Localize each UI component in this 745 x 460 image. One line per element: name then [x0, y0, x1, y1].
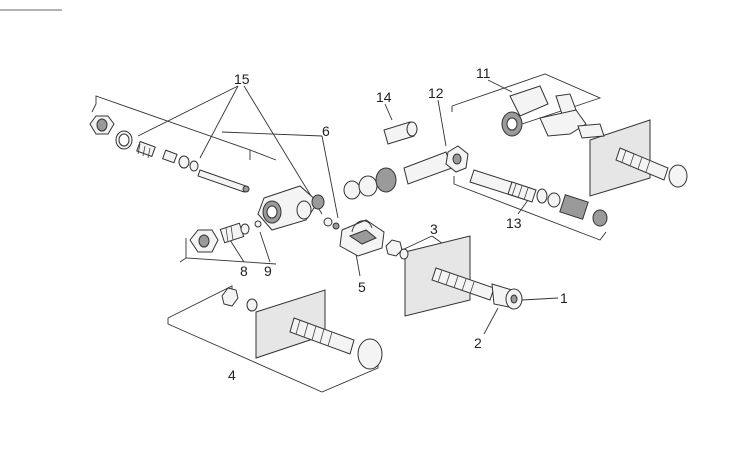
- label-9: 9: [264, 263, 272, 279]
- label-8: 8: [240, 263, 248, 279]
- clamp-part-5: [339, 219, 385, 257]
- group-4-parts: [221, 287, 383, 370]
- label-5: 5: [358, 279, 366, 295]
- group-14-parts: [469, 169, 608, 227]
- label-2: 2: [474, 335, 482, 351]
- leader-lines: [137, 79, 559, 335]
- label-14: 13: [506, 215, 522, 231]
- group-11-parts: [501, 85, 688, 188]
- group-8-9-parts: [189, 220, 262, 253]
- group-15-parts: [89, 115, 250, 193]
- group-12-13-parts: [343, 121, 469, 200]
- label-11: 11: [476, 65, 491, 81]
- part-labels: 15 6 14 12 11 13 3 8 9 5 1 2 4: [228, 65, 568, 383]
- label-15: 15: [234, 71, 250, 87]
- label-6: 6: [322, 123, 330, 139]
- plate-group-4: [255, 289, 326, 359]
- label-12: 12: [428, 85, 444, 101]
- label-3: 3: [430, 221, 438, 237]
- group-3-washers: [385, 239, 409, 260]
- label-4: 4: [228, 367, 236, 383]
- tee-fitting: [257, 185, 340, 231]
- label-13: 14: [376, 89, 392, 105]
- label-1: 1: [560, 290, 568, 306]
- bolt-part-1: [431, 267, 523, 310]
